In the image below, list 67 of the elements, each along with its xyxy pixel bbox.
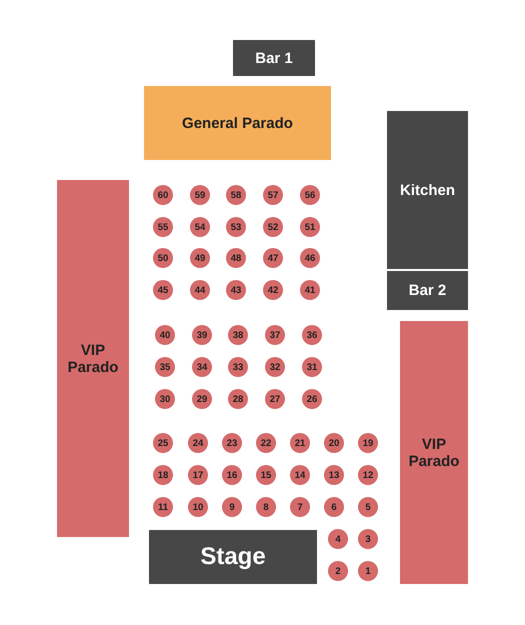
seating-area: VIP Parado	[400, 321, 468, 584]
seat-marker: 38	[228, 325, 248, 345]
seating-area: VIP Parado	[57, 180, 129, 537]
seat-marker: 20	[324, 433, 344, 453]
seat-marker: 23	[222, 433, 242, 453]
seat-marker: 31	[302, 357, 322, 377]
seat-marker: 12	[358, 465, 378, 485]
seat-marker: 56	[300, 185, 320, 205]
kitchen-area: Kitchen	[387, 111, 468, 269]
seat-marker: 53	[226, 217, 246, 237]
seat-marker: 14	[290, 465, 310, 485]
stage-area: Stage	[149, 530, 317, 584]
seat-marker: 47	[263, 248, 283, 268]
seat-marker: 21	[290, 433, 310, 453]
seat-marker: 43	[226, 280, 246, 300]
seat-marker: 7	[290, 497, 310, 517]
seat-marker: 48	[226, 248, 246, 268]
seat-marker: 13	[324, 465, 344, 485]
seat-marker: 26	[302, 389, 322, 409]
seat-marker: 54	[190, 217, 210, 237]
seat-marker: 19	[358, 433, 378, 453]
seat-marker: 16	[222, 465, 242, 485]
seat-marker: 30	[155, 389, 175, 409]
seat-marker: 42	[263, 280, 283, 300]
seat-marker: 59	[190, 185, 210, 205]
seat-marker: 45	[153, 280, 173, 300]
seat-marker: 6	[324, 497, 344, 517]
seat-marker: 36	[302, 325, 322, 345]
seat-marker: 8	[256, 497, 276, 517]
seat-marker: 55	[153, 217, 173, 237]
seat-marker: 34	[192, 357, 212, 377]
seat-marker: 25	[153, 433, 173, 453]
seat-marker: 33	[228, 357, 248, 377]
seat-marker: 3	[358, 529, 378, 549]
seat-marker: 9	[222, 497, 242, 517]
bar-area: Bar 1	[233, 40, 315, 76]
seat-marker: 15	[256, 465, 276, 485]
seat-marker: 11	[153, 497, 173, 517]
seat-marker: 22	[256, 433, 276, 453]
seat-marker: 39	[192, 325, 212, 345]
seat-marker: 32	[265, 357, 285, 377]
seat-marker: 10	[188, 497, 208, 517]
seat-marker: 2	[328, 561, 348, 581]
seat-marker: 18	[153, 465, 173, 485]
seat-marker: 51	[300, 217, 320, 237]
seating-area: General Parado	[144, 86, 331, 160]
seat-marker: 28	[228, 389, 248, 409]
seat-marker: 37	[265, 325, 285, 345]
seat-marker: 17	[188, 465, 208, 485]
seat-marker: 41	[300, 280, 320, 300]
seat-marker: 60	[153, 185, 173, 205]
seat-marker: 24	[188, 433, 208, 453]
seat-marker: 40	[155, 325, 175, 345]
bar-area: Bar 2	[387, 271, 468, 310]
seat-marker: 27	[265, 389, 285, 409]
seat-marker: 4	[328, 529, 348, 549]
seat-marker: 5	[358, 497, 378, 517]
seat-marker: 58	[226, 185, 246, 205]
seat-marker: 35	[155, 357, 175, 377]
seat-marker: 49	[190, 248, 210, 268]
seat-marker: 57	[263, 185, 283, 205]
seat-marker: 52	[263, 217, 283, 237]
seat-marker: 44	[190, 280, 210, 300]
seat-marker: 46	[300, 248, 320, 268]
seat-marker: 50	[153, 248, 173, 268]
seat-marker: 1	[358, 561, 378, 581]
seat-marker: 29	[192, 389, 212, 409]
